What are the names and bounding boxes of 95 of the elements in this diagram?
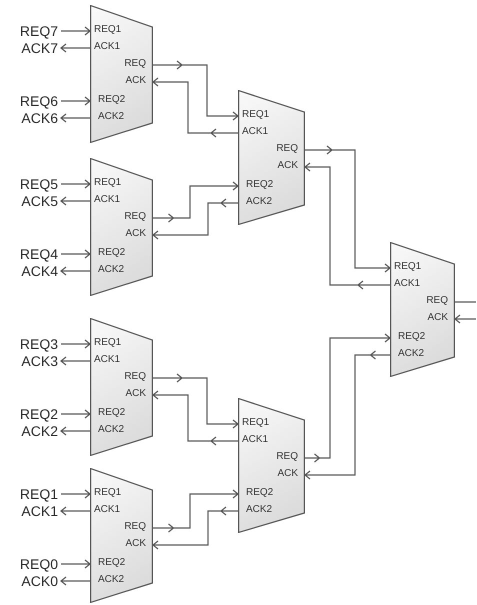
arrow [60,266,90,276]
signal-label: REQ5 [12,176,58,192]
arrow [152,373,239,429]
arrow [152,60,239,121]
signal-label: REQ2 [12,406,58,422]
arrow [61,489,91,499]
port-label: ACK2 [98,424,124,436]
port-label: ACK2 [398,348,424,360]
port-label: ACK1 [242,434,268,446]
signal-label: ACK7 [12,40,58,56]
port-label: REQ1 [242,109,270,121]
arbiter-block [90,5,153,143]
port-label: REQ1 [94,24,122,36]
arrow [61,26,91,36]
port-label: REQ2 [98,247,126,259]
port-label: ACK2 [246,196,272,208]
arrow [454,314,476,324]
signal-line [455,301,476,303]
arrow [61,179,91,189]
signal-label: REQ7 [12,23,58,39]
arrow [61,249,91,259]
arrow [60,196,90,206]
arrow [304,350,391,480]
arbiter-block [238,90,305,225]
arrow [60,43,90,53]
port-label: ACK1 [94,194,120,206]
signal-label: REQ0 [12,556,58,572]
port-label: ACK1 [94,504,120,516]
port-label: REQ2 [246,179,274,191]
arrow [60,356,90,366]
port-label: REQ [124,211,146,223]
port-label: ACK2 [98,264,124,276]
signal-label: ACK0 [12,573,58,589]
arrow [61,409,91,419]
port-label: ACK [277,160,298,172]
arrow [61,559,91,569]
port-label: REQ1 [94,337,122,349]
port-label: ACK1 [94,41,120,53]
port-label: REQ1 [94,177,122,189]
port-label: REQ1 [394,261,422,273]
signal-label: ACK5 [12,193,58,209]
port-label: REQ2 [98,94,126,106]
signal-label: REQ3 [12,336,58,352]
arrow [61,339,91,349]
port-label: REQ1 [94,487,122,499]
port-label: ACK [125,538,146,550]
arrow [60,113,90,123]
port-label: ACK2 [246,504,272,516]
signal-label: ACK2 [12,423,58,439]
port-label: ACK2 [98,111,124,123]
port-label: REQ [124,371,146,383]
port-label: REQ [276,451,298,463]
port-label: REQ2 [398,331,426,343]
signal-label: REQ4 [12,246,58,262]
port-label: ACK [125,388,146,400]
signal-label: ACK6 [12,110,58,126]
signal-label: ACK1 [12,503,58,519]
port-label: ACK1 [242,126,268,138]
port-label: ACK2 [98,574,124,586]
port-label: REQ1 [242,417,270,429]
arbiter-block [238,398,305,533]
signal-label: ACK4 [12,263,58,279]
port-label: REQ2 [98,557,126,569]
arrow [60,426,90,436]
port-label: REQ [124,58,146,70]
arrow [152,506,239,550]
arrow [304,333,391,463]
arrow [61,96,91,106]
port-label: ACK1 [94,354,120,366]
arbiter-block [90,468,153,603]
signal-label: REQ6 [12,93,58,109]
arrow [152,181,239,223]
port-label: REQ [276,143,298,155]
port-label: REQ2 [98,407,126,419]
port-label: ACK [277,468,298,480]
port-label: ACK [125,75,146,87]
arrow [152,390,239,446]
port-label: REQ [426,295,448,307]
port-label: REQ2 [246,487,274,499]
arbiter-block [90,318,153,456]
arrow [304,145,391,273]
arrow [60,576,90,586]
arrow [152,77,239,138]
signal-label: ACK3 [12,353,58,369]
port-label: ACK [427,312,448,324]
signal-label: REQ1 [12,486,58,502]
arrow [60,506,90,516]
arbiter-block [390,242,455,377]
arbiter-block [90,158,153,296]
arrow [152,198,239,240]
arrow [304,162,391,290]
port-label: REQ [124,521,146,533]
port-label: ACK [125,228,146,240]
arrow [152,489,239,533]
port-label: ACK1 [394,278,420,290]
